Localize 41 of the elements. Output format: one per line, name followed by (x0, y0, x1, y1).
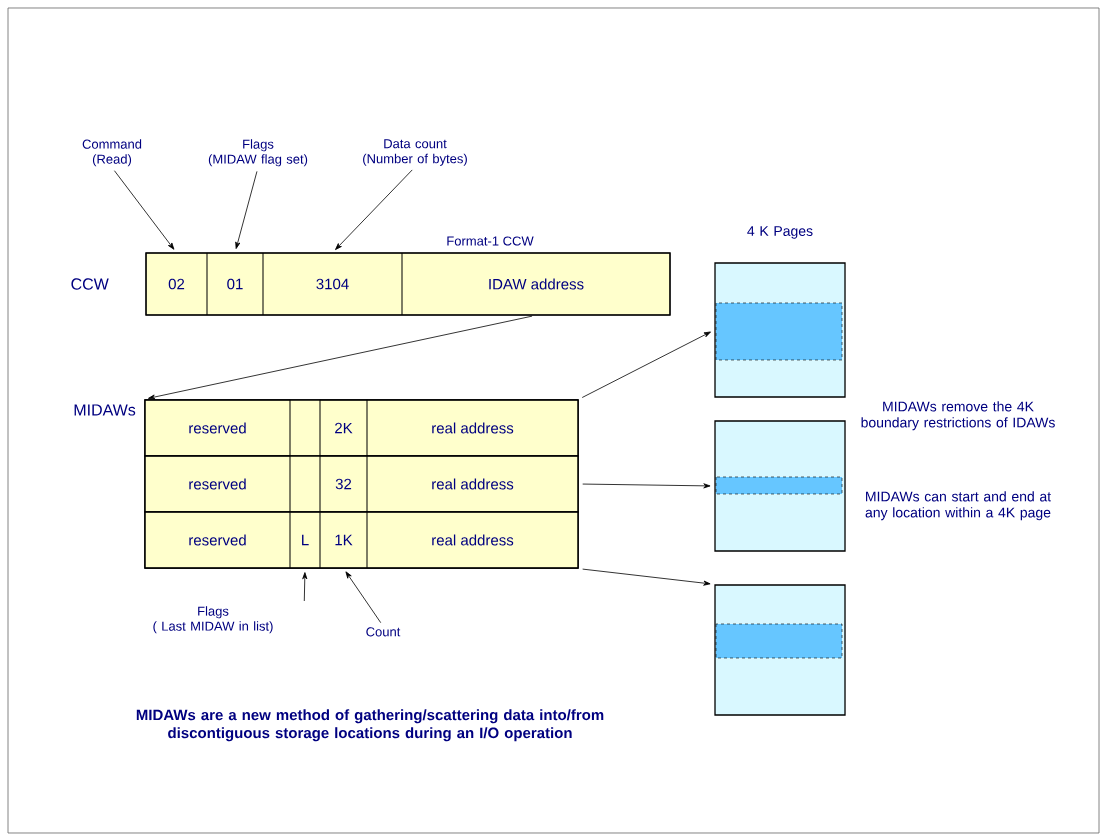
memory-page (714, 584, 846, 716)
field-cell: real address (366, 511, 579, 569)
arrow (148, 315, 533, 400)
field-cell: real address (366, 455, 579, 513)
field-cell: 1K (319, 511, 368, 569)
annotation-text: Count (366, 627, 401, 637)
field-cell: 32 (319, 455, 368, 513)
page-size-heading: 4 K Pages (747, 226, 813, 239)
annotation-text: Flags ( Last MIDAW in list) (153, 606, 273, 634)
field-cell: reserved (144, 399, 291, 457)
note-text: MIDAWs can start and end at any location within a 4K page (865, 491, 1051, 521)
field-cell: IDAW address (401, 252, 671, 316)
format-caption: Format-1 CCW (447, 236, 534, 246)
arrow (582, 568, 711, 586)
note-text: MIDAWs remove the 4K boundary restrictions of IDAWs (861, 401, 1055, 431)
field-cell: real address (366, 399, 579, 457)
record-heading: MIDAWs (74, 404, 136, 416)
arrow (581, 331, 711, 398)
memory-page (714, 420, 846, 552)
annotation-text: Command (Read) (82, 139, 142, 167)
memory-page (714, 262, 846, 398)
record-heading: CCW (71, 278, 109, 290)
field-cell: 02 (145, 252, 208, 316)
arrow (114, 170, 175, 250)
summary-text: MIDAWs are a new method of gathering/scattering data into/from discontiguous storage locations during an I/O operation (136, 709, 604, 742)
field-cell: 2K (319, 399, 368, 457)
midaw-row (144, 399, 579, 457)
arrow (235, 171, 258, 249)
field-cell: reserved (144, 455, 291, 513)
field-cell: reserved (144, 511, 291, 569)
arrow (582, 483, 711, 489)
annotation-text: Flags (MIDAW flag set) (208, 139, 308, 167)
midaw-row (144, 455, 579, 513)
field-cell: 01 (206, 252, 264, 316)
arrow (345, 571, 382, 624)
field-cell: L (289, 511, 321, 569)
field-cell: 3104 (262, 252, 403, 316)
annotation-text: Data count (Number of bytes) (363, 139, 467, 166)
arrow (335, 169, 413, 250)
midaw-row (144, 511, 579, 569)
arrow (302, 572, 308, 602)
